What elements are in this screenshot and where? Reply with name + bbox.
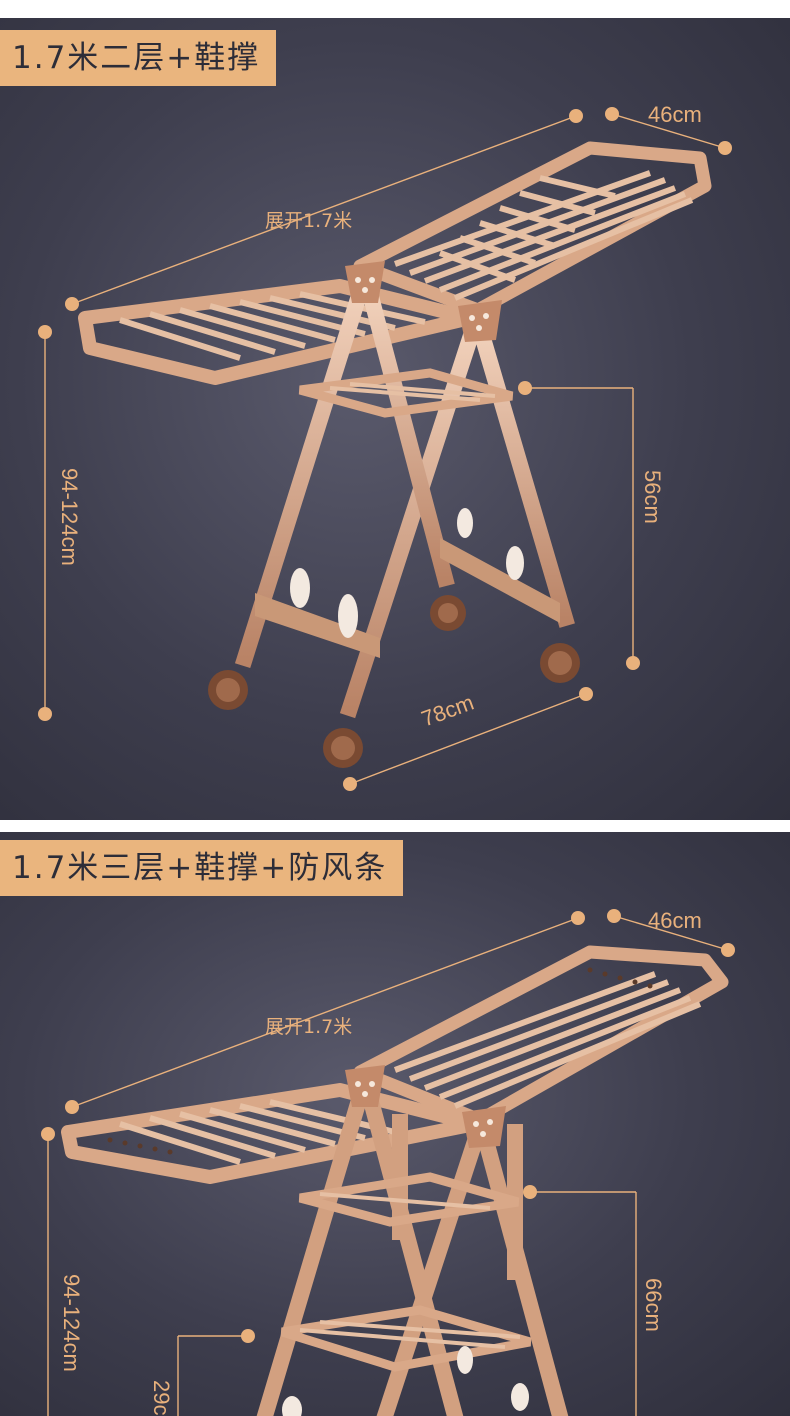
shelf-height-label: 66cm xyxy=(641,1278,666,1332)
span-label: 展开1.7米 xyxy=(265,210,353,232)
middle-shelf xyxy=(255,368,560,658)
shelf-height-label: 56cm xyxy=(640,470,665,524)
lower-shelf-label: 29c xyxy=(149,1380,174,1416)
width-label: 46cm xyxy=(648,908,702,933)
dimension-dots xyxy=(41,909,735,1343)
drying-rack-illustration xyxy=(41,909,735,1416)
left-wing xyxy=(61,1083,482,1184)
shoe-supports xyxy=(290,508,524,638)
shoe-supports xyxy=(282,1346,529,1416)
dimension-dots xyxy=(38,107,732,791)
height-label: 94-124cm xyxy=(57,468,82,566)
hinge-plates xyxy=(345,1065,506,1148)
product-panel-two-tier: 1.7米二层+鞋撑 46cm 展开1.7米 94-124cm 56cm 78cm xyxy=(0,18,790,820)
product-title: 1.7米二层+鞋撑 xyxy=(0,30,277,86)
legs xyxy=(234,275,575,719)
span-label: 展开1.7米 xyxy=(265,1016,353,1038)
product-title: 1.7米三层+鞋撑+防风条 xyxy=(0,840,404,896)
shelves xyxy=(280,1172,532,1372)
left-wing xyxy=(78,279,477,385)
casters xyxy=(208,595,580,768)
dimension-lines xyxy=(47,915,729,1416)
right-wing xyxy=(353,141,712,317)
product-panel-three-tier: 1.7米三层+鞋撑+防风条 46cm 展开1.7米 94-124cm 66cm … xyxy=(0,832,790,1416)
height-label: 94-124cm xyxy=(59,1274,84,1372)
drying-rack-illustration xyxy=(38,107,732,791)
hinge-plates xyxy=(345,261,502,342)
right-wing xyxy=(353,945,729,1127)
width-label: 46cm xyxy=(648,102,702,127)
dimension-lines xyxy=(44,113,726,785)
